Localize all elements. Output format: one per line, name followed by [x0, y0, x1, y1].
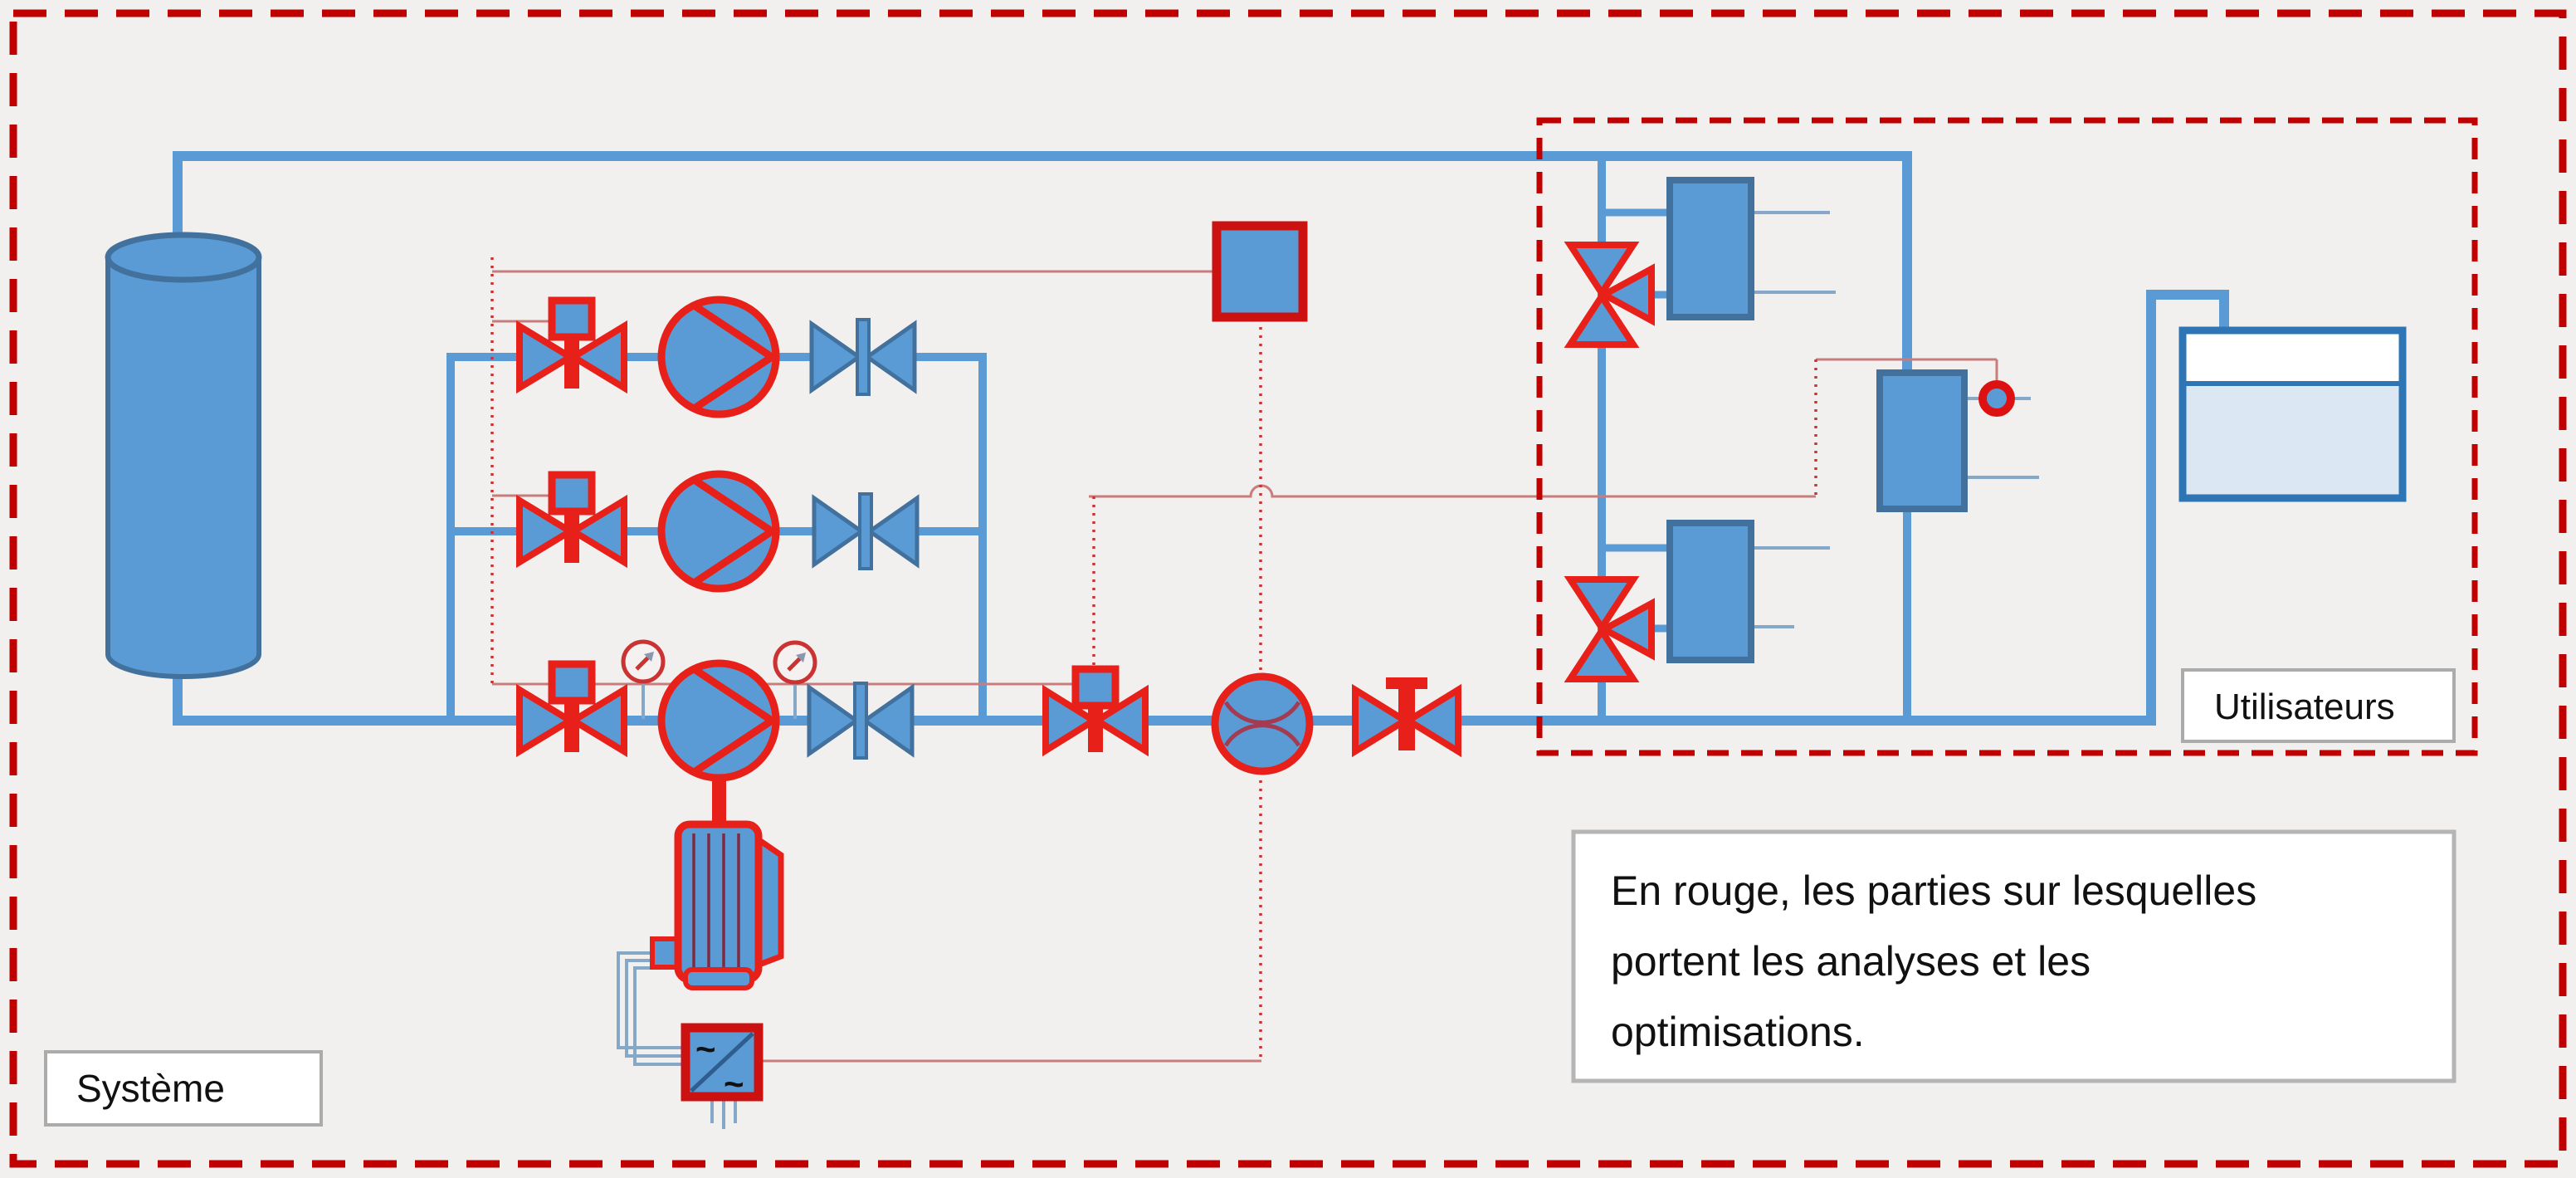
motor-fins: [692, 833, 740, 970]
tank-body: [108, 257, 259, 654]
tank-top-ellipse: [105, 232, 262, 283]
motor-cable-1: [617, 951, 685, 1049]
pump-1: [657, 296, 780, 418]
reservoir-tank: [2178, 326, 2407, 502]
vfd-diagonal: [690, 1032, 754, 1092]
three-way-valve-1: [1564, 242, 1655, 348]
note-line-3: optimisations.: [1611, 1009, 1865, 1055]
isolation-valve-2: [516, 471, 627, 569]
isolation-valve-3: [516, 660, 627, 758]
pressure-gauge-2: [773, 640, 817, 719]
pressure-gauges: [621, 639, 817, 719]
note-line-2: portent les analyses et les: [1611, 938, 2091, 985]
note-box: En rouge, les parties sur lesquelles por…: [1571, 829, 2456, 1083]
motor-body: [674, 820, 763, 984]
isolation-valve-1: [516, 296, 627, 394]
three-way-valve-2: [1564, 576, 1655, 682]
users-label-text: Utilisateurs: [2214, 687, 2395, 727]
reservoir-shell: [2178, 326, 2407, 502]
motor-base: [683, 967, 754, 990]
note-line-1: En rouge, les parties sur lesquelles: [1611, 868, 2256, 914]
reservoir-water: [2186, 384, 2399, 495]
user-block: [1876, 369, 1968, 512]
system-label: Système: [44, 1050, 323, 1127]
motor-assembly: [650, 775, 784, 990]
motor-cable-3: [633, 966, 685, 1066]
pump-3: [657, 659, 780, 782]
check-valve-2: [812, 492, 920, 570]
pressure-gauge-1: [621, 639, 666, 719]
pump-2: [657, 470, 780, 593]
vfd-ac-symbol-bottom: ~: [724, 1064, 744, 1103]
tank-sides: [105, 257, 261, 654]
pumps: [657, 296, 780, 782]
check-valve-3: [807, 682, 915, 760]
manual-valve: [1352, 677, 1461, 758]
system-boundary: [9, 9, 2567, 1168]
flow-meter: [1211, 672, 1314, 775]
circulator: [1978, 380, 2015, 417]
motor-shaft: [712, 775, 726, 827]
motor-cable-2: [625, 959, 685, 1058]
users-label: Utilisateurs: [2181, 668, 2456, 743]
heat-exchanger-1: [1666, 177, 1754, 320]
vfd-ac-symbol-top: ~: [695, 1029, 716, 1068]
control-signals: [490, 257, 1998, 1063]
vfd: ~ ~: [681, 1023, 764, 1103]
control-valve: [1042, 665, 1149, 757]
supply-pipe-top: [173, 151, 1912, 378]
controller-box: [1212, 221, 1308, 322]
signal-line-g: [1816, 358, 1998, 383]
system-label-text: Système: [76, 1067, 225, 1110]
return-pipe-main: [173, 290, 2229, 726]
check-valves: [807, 318, 920, 760]
storage-tank: [105, 232, 262, 679]
heat-exchanger-2: [1666, 520, 1754, 663]
isolation-valves: [516, 296, 627, 758]
check-valve-1: [809, 318, 917, 396]
